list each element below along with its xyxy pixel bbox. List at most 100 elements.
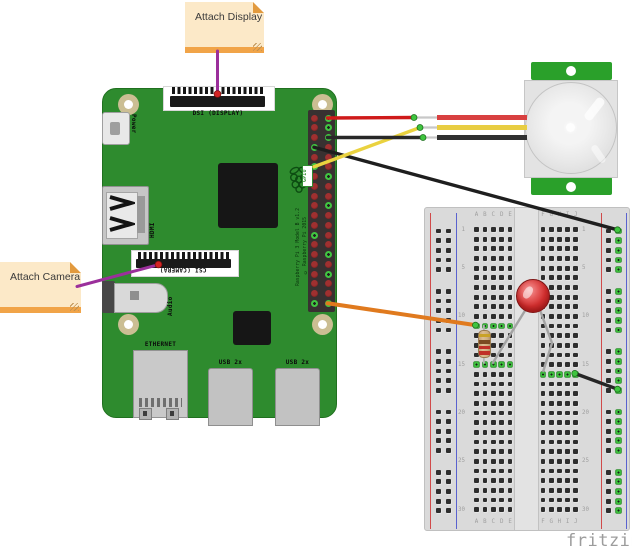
breadboard-hole[interactable] <box>482 420 488 426</box>
gpio-pin[interactable] <box>310 143 318 151</box>
breadboard-hole[interactable] <box>490 227 496 232</box>
breadboard-hole[interactable] <box>540 478 546 484</box>
rail-hole[interactable] <box>446 317 451 323</box>
rail-hole[interactable] <box>436 247 441 253</box>
breadboard-hole[interactable] <box>507 304 513 310</box>
breadboard-hole[interactable] <box>482 507 488 513</box>
rail-hole[interactable] <box>606 469 611 475</box>
breadboard-hole[interactable] <box>490 314 496 319</box>
rail-hole[interactable] <box>616 247 621 253</box>
rail-hole[interactable] <box>446 469 451 475</box>
breadboard-hole[interactable] <box>482 265 488 271</box>
gpio-pin[interactable] <box>324 251 332 258</box>
breadboard-hole[interactable] <box>474 323 479 329</box>
breadboard-hole[interactable] <box>565 439 570 445</box>
breadboard-hole[interactable] <box>499 478 505 484</box>
breadboard-hole[interactable] <box>557 507 562 513</box>
gpio-pin[interactable] <box>310 251 318 258</box>
breadboard-hole[interactable] <box>573 343 579 348</box>
breadboard-hole[interactable] <box>474 507 479 513</box>
rail-hole[interactable] <box>436 308 441 314</box>
breadboard-hole[interactable] <box>548 487 554 493</box>
gpio-pin[interactable] <box>324 153 332 161</box>
gpio-pin[interactable] <box>324 299 332 307</box>
gpio-pin[interactable] <box>324 173 332 180</box>
rail-hole[interactable] <box>436 228 441 234</box>
gpio-pin[interactable] <box>324 241 332 249</box>
rail-hole[interactable] <box>616 469 621 475</box>
breadboard-hole[interactable] <box>490 449 496 455</box>
breadboard-hole[interactable] <box>507 275 513 281</box>
breadboard-hole[interactable] <box>573 256 579 261</box>
rail-hole[interactable] <box>616 387 621 393</box>
rail-hole[interactable] <box>616 308 621 314</box>
rail-hole[interactable] <box>446 368 451 374</box>
breadboard-hole[interactable] <box>565 333 570 339</box>
rail-hole[interactable] <box>606 308 611 314</box>
breadboard-hole[interactable] <box>565 420 570 426</box>
breadboard-hole[interactable] <box>540 352 546 358</box>
gpio-pin[interactable] <box>310 280 318 288</box>
breadboard-hole[interactable] <box>565 507 570 513</box>
breadboard-hole[interactable] <box>507 362 513 368</box>
breadboard-hole[interactable] <box>540 265 546 271</box>
rail-hole[interactable] <box>616 228 621 234</box>
breadboard-hole[interactable] <box>490 246 496 252</box>
breadboard-hole[interactable] <box>557 304 562 310</box>
breadboard-hole[interactable] <box>557 497 562 503</box>
rail-hole[interactable] <box>616 317 621 323</box>
rail-hole[interactable] <box>616 508 621 514</box>
rail-hole[interactable] <box>606 298 611 304</box>
breadboard-hole[interactable] <box>507 497 513 503</box>
breadboard-hole[interactable] <box>565 372 570 377</box>
rail-hole[interactable] <box>616 419 621 424</box>
gpio-pin[interactable] <box>324 280 332 288</box>
breadboard-hole[interactable] <box>540 227 546 232</box>
breadboard-hole[interactable] <box>490 429 496 435</box>
breadboard-hole[interactable] <box>507 294 513 300</box>
breadboard-hole[interactable] <box>548 304 554 310</box>
gpio-pin[interactable] <box>310 260 318 268</box>
breadboard-hole[interactable] <box>565 323 570 329</box>
breadboard-hole[interactable] <box>540 333 546 339</box>
breadboard-hole[interactable] <box>499 275 505 281</box>
breadboard-hole[interactable] <box>540 497 546 503</box>
breadboard-hole[interactable] <box>482 236 488 242</box>
breadboard-hole[interactable] <box>482 458 488 464</box>
breadboard-hole[interactable] <box>540 391 546 397</box>
breadboard-hole[interactable] <box>482 478 488 484</box>
rail-hole[interactable] <box>446 387 451 393</box>
breadboard-hole[interactable] <box>490 352 496 358</box>
breadboard-hole[interactable] <box>474 439 479 445</box>
breadboard-hole[interactable] <box>507 372 513 377</box>
breadboard-hole[interactable] <box>474 487 479 493</box>
rail-hole[interactable] <box>446 228 451 234</box>
rail-hole[interactable] <box>616 267 621 273</box>
breadboard-hole[interactable] <box>573 439 579 445</box>
breadboard-hole[interactable] <box>474 381 479 387</box>
breadboard-hole[interactable] <box>557 372 562 377</box>
breadboard-hole[interactable] <box>490 487 496 493</box>
breadboard-hole[interactable] <box>482 439 488 445</box>
rail-hole[interactable] <box>616 409 621 415</box>
breadboard-hole[interactable] <box>499 420 505 426</box>
breadboard-hole[interactable] <box>557 400 562 406</box>
breadboard-hole[interactable] <box>565 391 570 397</box>
breadboard-hole[interactable] <box>482 410 488 416</box>
breadboard-hole[interactable] <box>548 497 554 503</box>
gpio-pin[interactable] <box>310 192 318 200</box>
breadboard-hole[interactable] <box>557 285 562 290</box>
rail-hole[interactable] <box>606 327 611 333</box>
breadboard-hole[interactable] <box>507 410 513 416</box>
breadboard-hole[interactable] <box>474 372 479 377</box>
gpio-pin[interactable] <box>324 270 332 278</box>
breadboard-hole[interactable] <box>474 362 479 368</box>
breadboard-hole[interactable] <box>499 323 505 329</box>
rail-hole[interactable] <box>606 257 611 263</box>
breadboard-hole[interactable] <box>565 275 570 281</box>
breadboard-hole[interactable] <box>573 352 579 358</box>
breadboard-hole[interactable] <box>499 304 505 310</box>
breadboard-hole[interactable] <box>490 458 496 464</box>
breadboard-hole[interactable] <box>565 265 570 271</box>
gpio-pin[interactable] <box>324 221 332 229</box>
